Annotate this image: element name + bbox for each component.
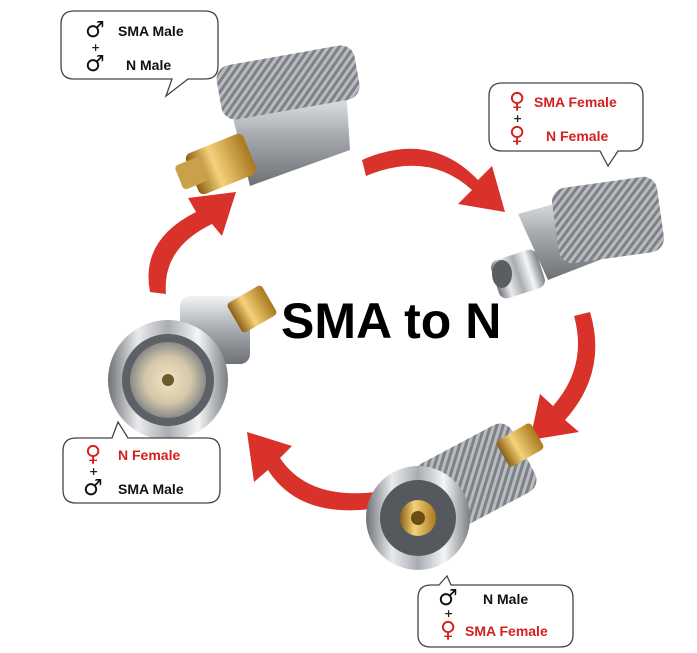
connector-image: [491, 176, 664, 299]
male-symbol-icon: ♂: [438, 586, 458, 611]
callout-sma-male-n-male: ♂ SMA Male + ♂ N Male: [60, 10, 220, 100]
plus-sign: +: [91, 41, 101, 54]
female-symbol-icon: ♀: [508, 123, 526, 148]
callout-label: N Female: [118, 447, 181, 463]
speech-bubble-shape: [62, 420, 221, 504]
callout-label: SMA Female: [465, 623, 548, 639]
female-symbol-icon: ♀: [84, 442, 102, 467]
male-symbol-icon: ♂: [85, 18, 105, 43]
callout-n-male-sma-female: ♂ N Male + ♀ SMA Female: [417, 574, 577, 650]
callout-label: N Male: [483, 591, 529, 607]
female-symbol-icon: ♀: [439, 618, 457, 643]
connector-image: [175, 45, 360, 195]
curved-arrow-icon: [148, 148, 596, 511]
plus-sign: +: [513, 112, 523, 125]
connector-image: [108, 285, 277, 440]
male-symbol-icon: ♂: [83, 476, 103, 501]
plus-sign: +: [89, 465, 99, 478]
callout-label: SMA Female: [534, 94, 617, 110]
speech-bubble-shape: [60, 10, 219, 98]
main-title: SMA to N: [281, 293, 502, 349]
female-symbol-icon: ♀: [508, 89, 526, 114]
callout-label: SMA Male: [118, 23, 184, 39]
connector-image: [366, 423, 544, 570]
callout-sma-female-n-female: ♀ SMA Female + ♀ N Female: [488, 82, 648, 172]
male-symbol-icon: ♂: [85, 52, 105, 77]
plus-sign: +: [444, 607, 454, 620]
speech-bubble-shape: [417, 574, 574, 648]
callout-label: SMA Male: [118, 481, 184, 497]
callout-label: N Female: [546, 128, 609, 144]
callout-label: N Male: [126, 57, 172, 73]
speech-bubble-shape: [488, 82, 644, 168]
callout-n-female-sma-male: ♀ N Female + ♂ SMA Male: [62, 420, 222, 510]
